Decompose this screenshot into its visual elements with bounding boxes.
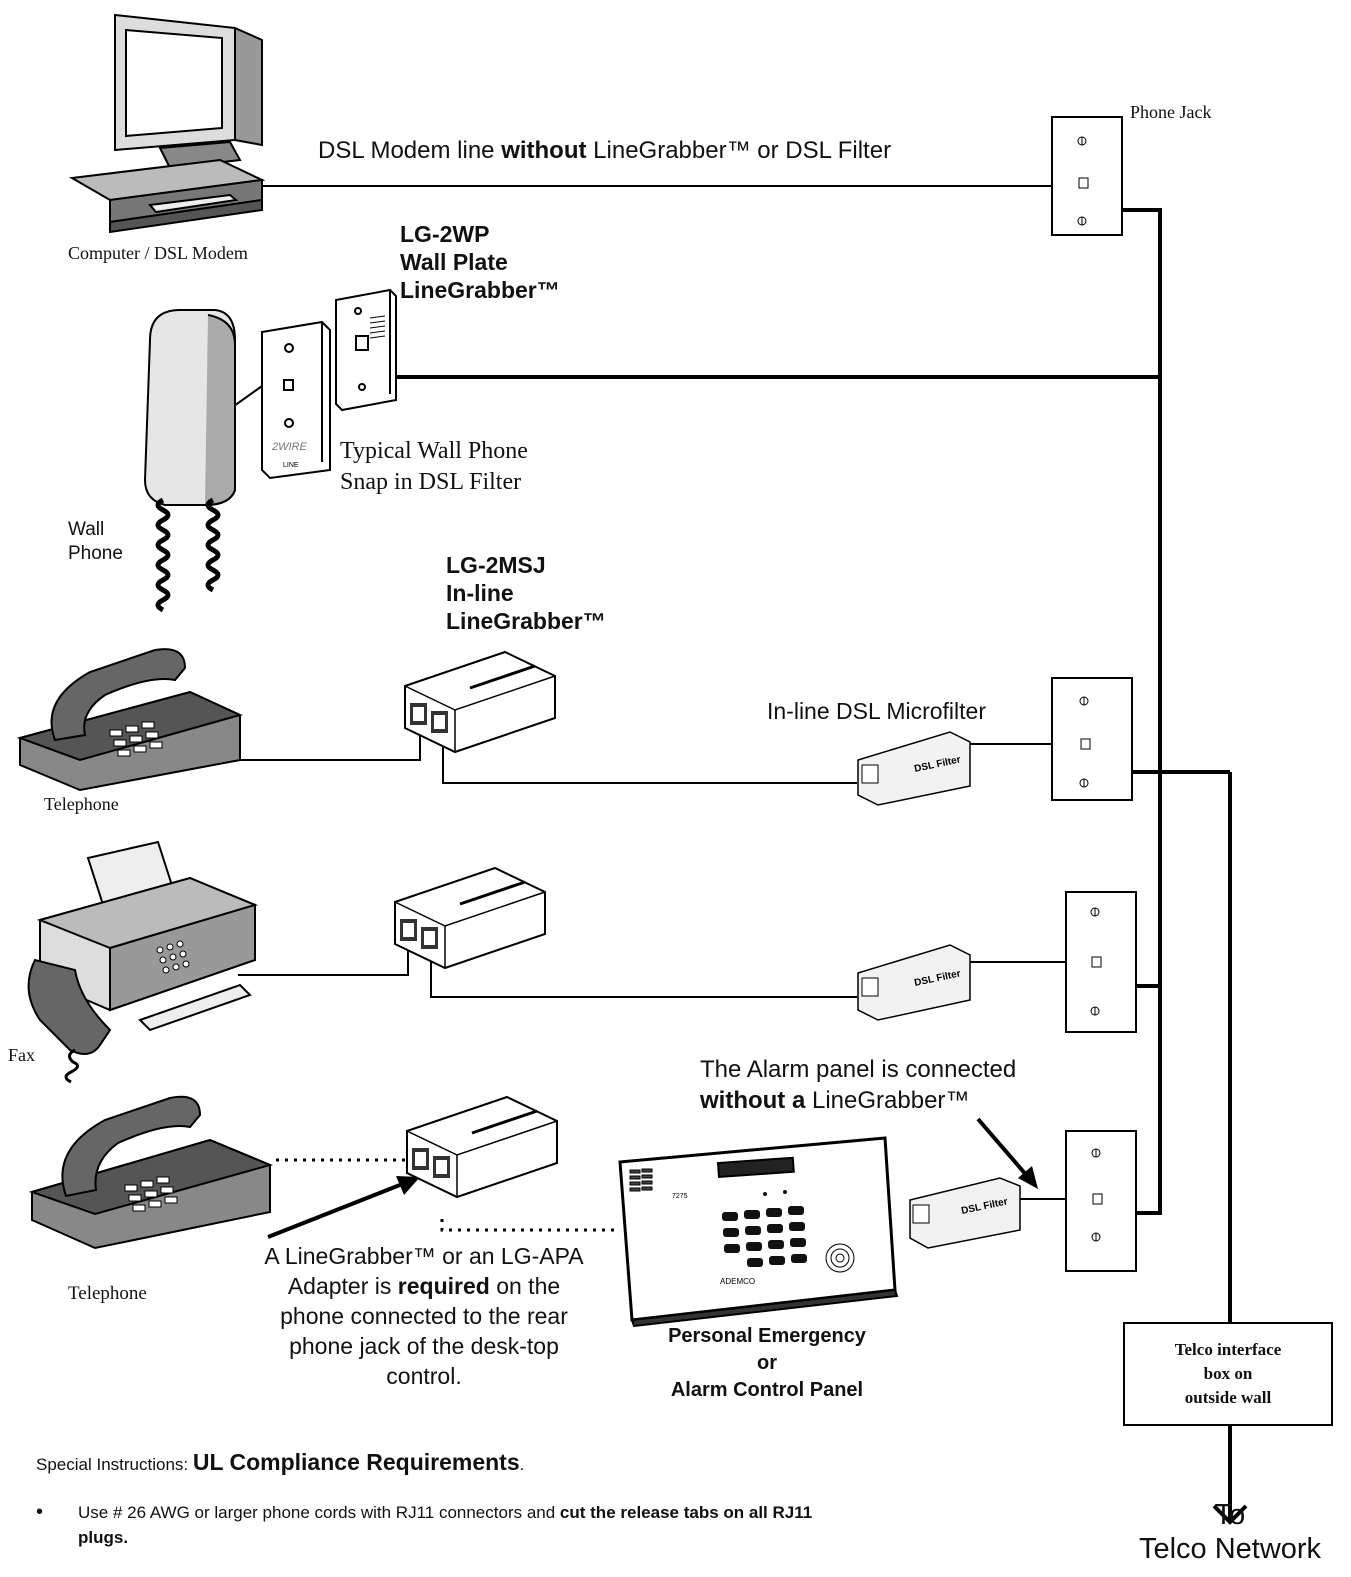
dsl-filter-2: DSL Filter xyxy=(857,944,971,1021)
wall-plate-brand: 2WIRE xyxy=(271,441,308,453)
phone-jack-label-text: Phone Jack xyxy=(1130,102,1212,122)
phone-jack-4 xyxy=(1065,1130,1137,1272)
panel-model: 7275 xyxy=(672,1193,688,1200)
inline-linegrabber-2 xyxy=(394,866,546,970)
phone-jack-2 xyxy=(1051,677,1133,801)
lg2wp-wall-plate xyxy=(335,288,397,412)
panel-label: Personal Emergency or Alarm Control Pane… xyxy=(668,1325,866,1401)
alarm-control-panel: ADEMCO 7275 xyxy=(618,1136,899,1328)
computer-label: Computer / DSL Modem xyxy=(68,243,248,263)
typical-wall-phone-label: Typical Wall Phone Snap in DSL Filter xyxy=(340,438,528,495)
desk-telephone-2 xyxy=(28,1095,274,1250)
computer-illustration xyxy=(68,13,266,234)
instruction-list: Use # 26 AWG or larger phone cords with … xyxy=(36,1500,1036,1550)
dsl-filter-3: DSL Filter xyxy=(909,1177,1021,1249)
phone-jack-3 xyxy=(1065,891,1137,1033)
thin-wiring xyxy=(192,185,1095,1232)
desk-telephone-1 xyxy=(16,648,243,792)
special-instructions: Special Instructions: UL Compliance Requ… xyxy=(36,1449,525,1475)
backbone-wiring xyxy=(396,208,1248,1525)
telephone-2-label: Telephone xyxy=(68,1283,147,1304)
wall-plate-filter: 2WIRE LINE xyxy=(261,320,331,480)
lg2msj-label: LG-2MSJ In-line LineGrabber™ xyxy=(446,552,606,634)
wall-plate-line: LINE xyxy=(283,462,299,469)
telephone-1-label: Telephone xyxy=(44,794,119,814)
annotation-arrows xyxy=(267,1117,1038,1239)
wall-phone-label: Wall Phone xyxy=(68,519,123,564)
panel-brand: ADEMCO xyxy=(720,1277,755,1286)
wall-phone-illustration xyxy=(143,309,236,613)
inline-linegrabber-1 xyxy=(404,650,556,754)
lg2wp-label: LG-2WP Wall Plate LineGrabber™ xyxy=(400,221,560,303)
to-telco-network-label: To Telco Network xyxy=(1138,1499,1322,1565)
inline-linegrabber-3 xyxy=(406,1095,558,1199)
instruction-item: Use # 26 AWG or larger phone cords with … xyxy=(36,1500,1036,1550)
required-note: A LineGrabber™ or an LG-APA Adapter is r… xyxy=(264,1243,584,1389)
fax-label: Fax xyxy=(8,1045,35,1065)
dsl-filter-1: DSL Filter xyxy=(857,731,971,806)
fax-machine-illustration xyxy=(27,840,258,1084)
dsl-modem-line-label: DSL Modem line without LineGrabber™ or D… xyxy=(318,137,892,164)
inline-filter-label: In-line DSL Microfilter xyxy=(767,698,986,724)
phone-jack-1 xyxy=(1051,116,1123,236)
telco-interface-box: Telco interface box on outside wall xyxy=(1123,1322,1333,1426)
